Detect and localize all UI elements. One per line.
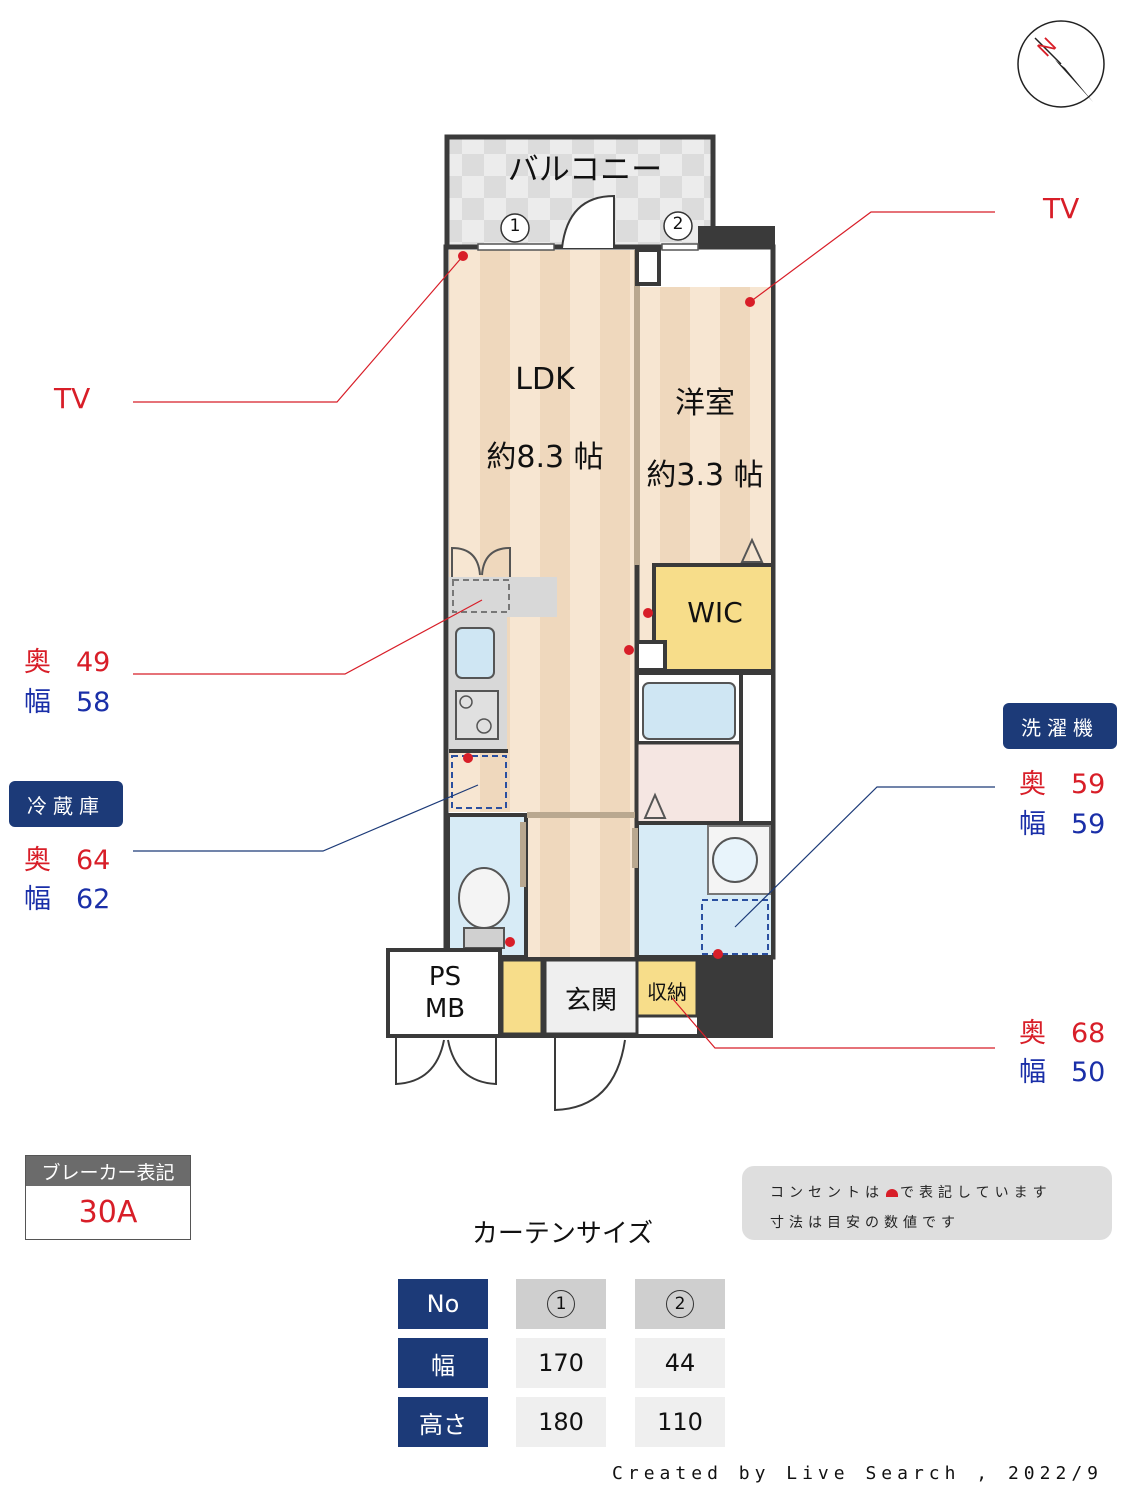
width-value: 58 — [76, 687, 111, 718]
bath-wash-area — [635, 741, 743, 825]
depth-key: 奥 — [1019, 1018, 1046, 1049]
storage-area — [635, 958, 699, 1018]
ldk-size: 約8.3 帖 — [486, 440, 604, 475]
western-room-size: 約3.3 帖 — [646, 458, 764, 493]
curtain-no-2: 2 — [666, 1290, 694, 1318]
depth-value: 68 — [1071, 1018, 1106, 1049]
credit-line: Created by Live Search , 2022/9 — [612, 1463, 1103, 1484]
kitchen-depth: 奥 49 — [24, 640, 110, 679]
hallway-floor — [527, 815, 635, 957]
storage-label: 収納 — [647, 980, 687, 1004]
legend-note: コンセントはで表記しています 寸法は目安の数値です — [742, 1166, 1112, 1240]
fridge-space — [451, 755, 507, 809]
window-1-number: 1 — [509, 216, 521, 236]
depth-key: 奥 — [1019, 769, 1046, 800]
curtain-header-height: 高さ — [398, 1397, 488, 1447]
curtain-header-width: 幅 — [398, 1338, 488, 1388]
depth-value: 64 — [76, 845, 111, 876]
ps-mb-box — [386, 948, 502, 1038]
balcony-label: バルコニー — [507, 152, 663, 188]
washer-depth: 奥 59 — [1019, 762, 1105, 801]
fridge-tag: 冷蔵庫 — [9, 781, 123, 827]
width-value: 50 — [1071, 1057, 1106, 1088]
kitchen-sink — [455, 627, 495, 679]
mb-label: MB — [424, 994, 466, 1024]
fridge-width: 幅 62 — [24, 877, 110, 916]
curtain-no-1: 1 — [547, 1290, 575, 1318]
ps-label: PS — [428, 962, 462, 992]
outlet-dot — [643, 608, 653, 618]
width-value: 62 — [76, 884, 111, 915]
breaker-panel: ブレーカー表記 30A — [25, 1155, 191, 1240]
washer-width: 幅 59 — [1019, 802, 1105, 841]
depth-value: 49 — [76, 647, 111, 678]
note-line-2: 寸法は目安の数値です — [770, 1215, 960, 1231]
leader-kitchen — [133, 599, 483, 675]
western-room-name: 洋室 — [675, 386, 735, 421]
compass: N — [1017, 20, 1105, 108]
breaker-value: 30A — [78, 1195, 138, 1230]
curtain-height-1: 180 — [516, 1397, 606, 1447]
outlet-dot — [624, 645, 634, 655]
leader-fridge — [133, 784, 479, 852]
outlet-dot — [713, 949, 723, 959]
leader-tv-left — [133, 255, 464, 403]
wic-label: WIC — [687, 596, 743, 629]
washer-tag: 洗濯機 — [1003, 703, 1117, 749]
curtain-width-2: 44 — [635, 1338, 725, 1388]
curtain-col-2: 2 — [635, 1279, 725, 1329]
width-key: 幅 — [1019, 809, 1046, 840]
curtain-header-no: No — [398, 1279, 488, 1329]
depth-value: 59 — [1071, 769, 1106, 800]
depth-key: 奥 — [24, 647, 51, 678]
window-1 — [477, 243, 555, 251]
width-key: 幅 — [1019, 1057, 1046, 1088]
width-key: 幅 — [24, 687, 51, 718]
floor-plan — [133, 134, 995, 1112]
curtain-width-1: 170 — [516, 1338, 606, 1388]
storage-width: 幅 50 — [1019, 1050, 1105, 1089]
outlet-legend-icon — [886, 1189, 898, 1197]
entrance-label: 玄関 — [564, 986, 617, 1016]
note-line-1: コンセントはで表記しています — [770, 1178, 1112, 1208]
leader-washer — [734, 786, 995, 928]
fridge-depth: 奥 64 — [24, 838, 110, 877]
tv-right-label: TV — [1043, 192, 1080, 225]
window-2-number: 2 — [672, 214, 684, 234]
storage-depth: 奥 68 — [1019, 1011, 1105, 1050]
leader-tv-right — [749, 211, 995, 303]
outlet-dot — [505, 937, 515, 947]
kitchen-width: 幅 58 — [24, 680, 110, 719]
western-room-floor — [640, 287, 771, 565]
curtain-title: カーテンサイズ — [471, 1219, 654, 1249]
width-key: 幅 — [24, 884, 51, 915]
note-line-1-start: コンセントは — [770, 1185, 884, 1201]
leader-storage — [671, 997, 995, 1049]
ldk-name: LDK — [515, 362, 575, 397]
window-2 — [661, 243, 699, 251]
breaker-title: ブレーカー表記 — [26, 1156, 190, 1186]
pillar-bottom-right — [697, 957, 773, 1037]
tv-left-label: TV — [54, 382, 91, 415]
width-value: 59 — [1071, 809, 1106, 840]
note-line-1-end: で表記しています — [900, 1185, 1052, 1201]
curtain-height-2: 110 — [635, 1397, 725, 1447]
outlet-dot — [463, 753, 473, 763]
kitchen-stove — [455, 690, 499, 740]
washer-space — [701, 899, 769, 955]
curtain-col-1: 1 — [516, 1279, 606, 1329]
depth-key: 奥 — [24, 845, 51, 876]
wic-floor — [652, 563, 775, 673]
